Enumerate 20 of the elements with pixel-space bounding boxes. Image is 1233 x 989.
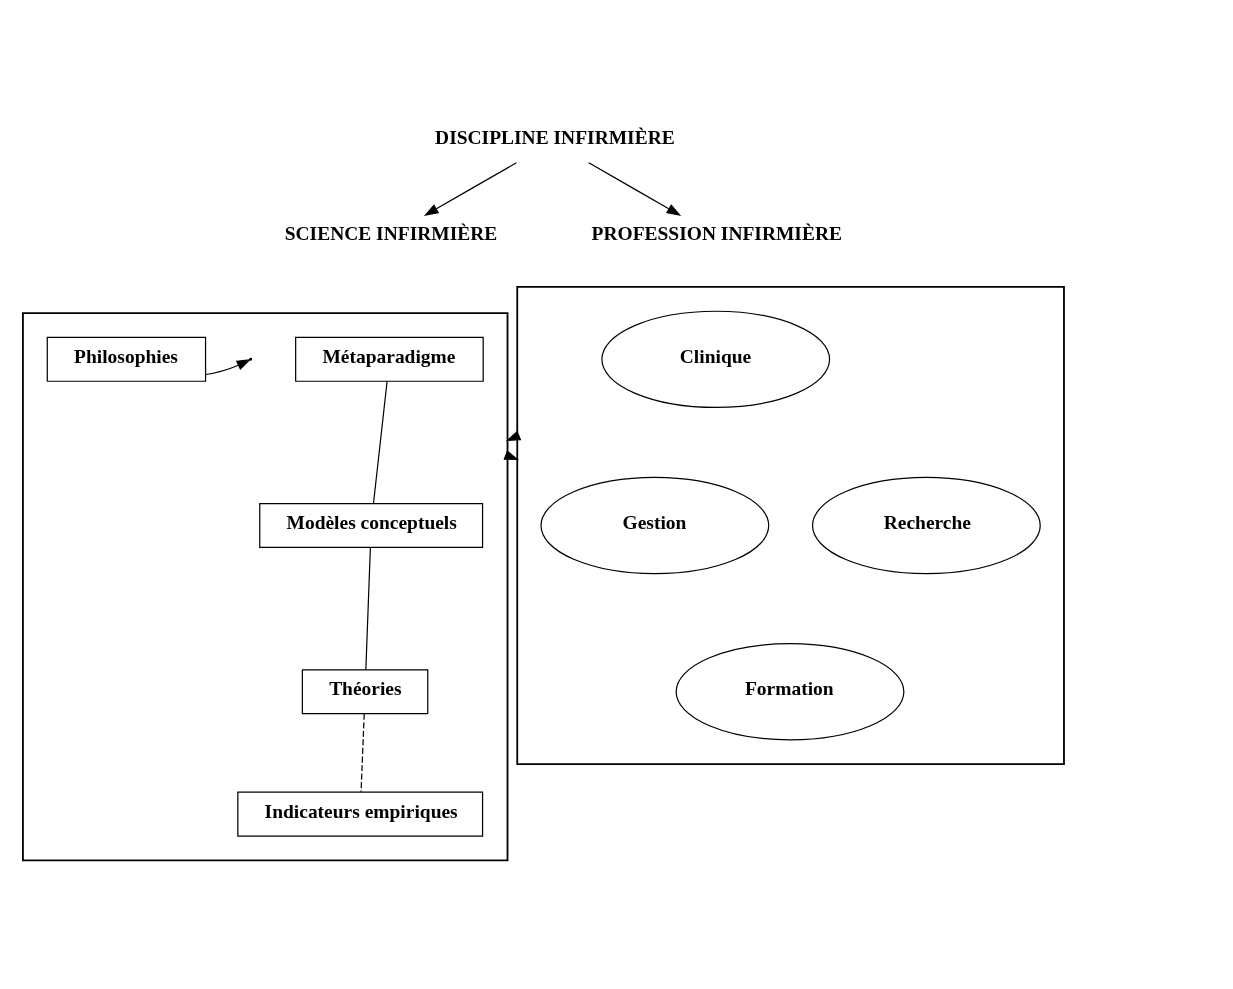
connector bbox=[365, 546, 371, 671]
node-text: PROFESSION INFIRMIÈRE bbox=[591, 223, 842, 245]
node-text: DISCIPLINE INFIRMIÈRE bbox=[435, 127, 675, 149]
cluster bbox=[516, 286, 1065, 766]
arrow bbox=[423, 162, 517, 216]
arrow bbox=[588, 162, 682, 216]
connector bbox=[360, 713, 365, 793]
node-box: Indicateurs empiriques bbox=[237, 791, 484, 837]
node-text: SCIENCE INFIRMIÈRE bbox=[284, 223, 498, 245]
connector bbox=[372, 380, 388, 504]
node-ellipse: Recherche bbox=[811, 476, 1041, 575]
node-box: Philosophies bbox=[46, 336, 207, 382]
node-box: Modèles conceptuels bbox=[259, 503, 484, 549]
node-ellipse: Clinique bbox=[601, 310, 831, 409]
node-box: Métaparadigme bbox=[295, 336, 484, 382]
node-box: Théories bbox=[301, 669, 429, 715]
node-ellipse: Formation bbox=[675, 643, 905, 741]
cluster bbox=[22, 312, 509, 862]
node-ellipse: Gestion bbox=[540, 476, 770, 575]
arrow bbox=[205, 359, 252, 376]
